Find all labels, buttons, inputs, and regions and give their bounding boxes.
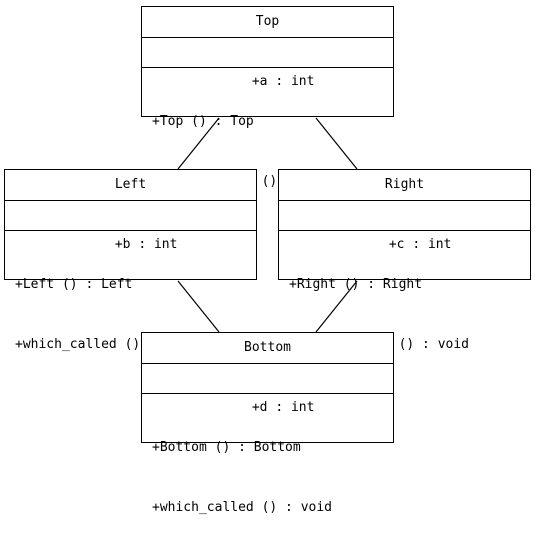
class-bottom: Bottom +d : int +Bottom () : Bottom +whi… [141, 332, 394, 515]
class-name: Top [255, 14, 280, 29]
operation: +Left () : Left [15, 277, 133, 292]
operation: +Top () : Top [152, 114, 254, 129]
attribute-compartment: +d : int [142, 363, 393, 415]
connector-top-right [315, 117, 358, 170]
class-left: Left +b : int +Left () : Left +which_cal… [4, 169, 257, 352]
operation: +Right () : Right [289, 277, 423, 292]
operation: +Bottom () : Bottom [152, 440, 301, 455]
attribute-compartment: +a : int [142, 37, 393, 89]
operation: +which_called () : void [152, 500, 333, 515]
connector-right-bottom [315, 280, 358, 333]
connector-left-bottom [177, 280, 220, 333]
attribute: +b : int [114, 237, 178, 252]
attribute: +c : int [388, 237, 452, 252]
class-name: Bottom [244, 340, 291, 355]
connector-layer [177, 117, 358, 333]
class-right: Right +c : int +Right () : Right +which_… [278, 169, 531, 352]
connector-top-left [177, 117, 220, 170]
class-top: Top +a : int +Top () : Top +which_called… [141, 6, 394, 189]
attribute: +d : int [251, 400, 315, 415]
attribute-compartment: +c : int [279, 200, 530, 252]
class-name: Right [384, 177, 425, 192]
class-name: Left [114, 177, 147, 192]
attribute: +a : int [251, 74, 315, 89]
attribute-compartment: +b : int [5, 200, 256, 252]
